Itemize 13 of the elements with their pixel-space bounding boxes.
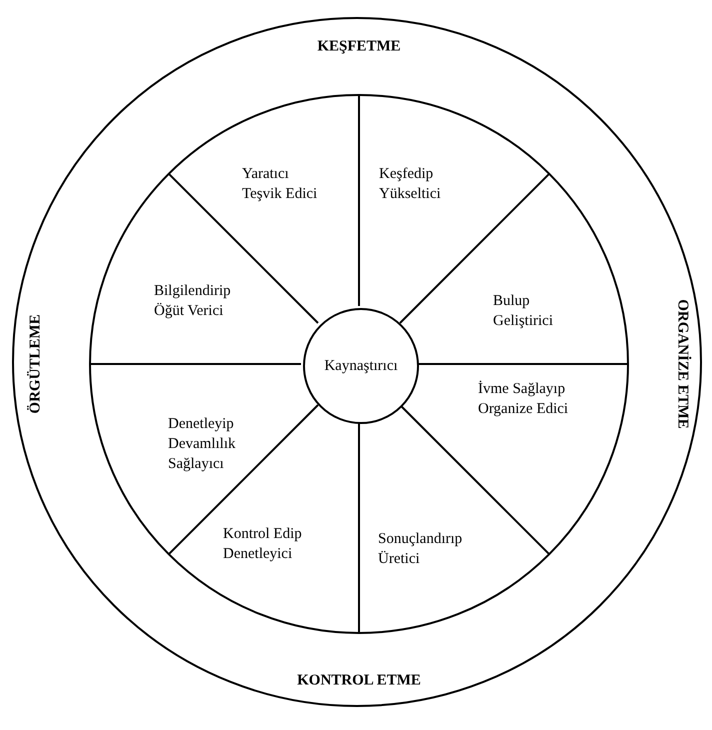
sector-label: Sonuçlandırıp Üretici: [378, 529, 480, 569]
sector-label: Yaratıcı Teşvik Edici: [242, 164, 332, 204]
sector-label: İvme Sağlayıp Organize Edici: [478, 379, 600, 419]
ring-label: ÖRGÜTLEME: [28, 314, 44, 414]
sector-label: Keşfedip Yükseltici: [379, 164, 469, 204]
center-circle: Kaynaştırıcı: [303, 308, 419, 424]
ring-label: ORGANİZE ETME: [674, 299, 690, 429]
sector-label: Bilgilendirip Öğüt Verici: [154, 281, 254, 321]
ring-label: KEŞFETME: [317, 38, 401, 56]
sector-label: Kontrol Edip Denetleyici: [223, 524, 325, 564]
sector-label: Denetleyip Devamlılık Sağlayıcı: [168, 414, 260, 474]
ring-label: KONTROL ETME: [297, 672, 421, 690]
sector-label: Bulup Geliştirici: [493, 291, 575, 331]
